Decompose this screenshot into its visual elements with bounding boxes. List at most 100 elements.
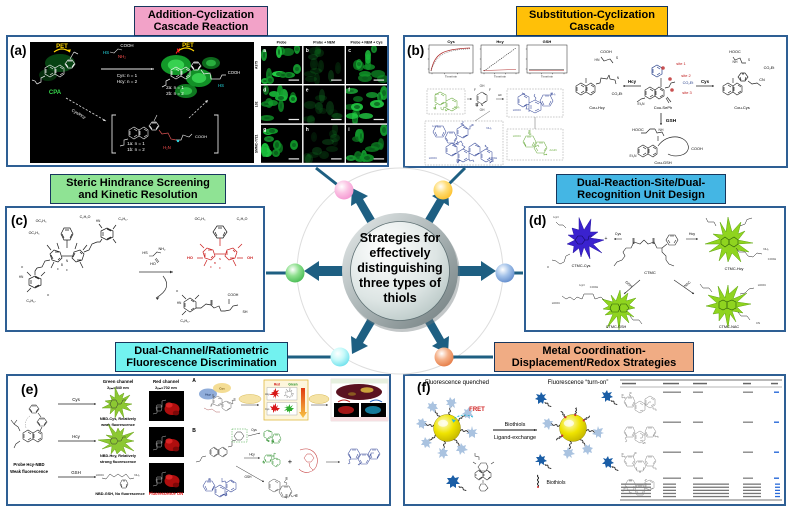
label: PET xyxy=(56,44,68,50)
decor-label: N xyxy=(66,259,69,263)
hub-dot-a xyxy=(334,180,354,200)
grid-cell-letter: a xyxy=(263,48,266,54)
decor-label: Cys xyxy=(265,407,270,411)
label: Weak fluorescence xyxy=(10,469,49,474)
label: FRET xyxy=(469,407,485,413)
decor-label: H₂N xyxy=(553,215,558,219)
label: COOH xyxy=(691,147,703,151)
decor-label: HOOC xyxy=(552,301,560,305)
decor-label: HOOC xyxy=(429,156,437,160)
label: Time/min xyxy=(445,75,458,79)
decor-label: OH xyxy=(480,84,485,88)
decor-label: COOH xyxy=(768,257,776,261)
panel-b-header-line1: Substitution-Cyclization xyxy=(529,8,655,21)
label: (e) xyxy=(21,381,38,397)
decor-label: Et₂N xyxy=(638,102,646,106)
decor-label: NH₂ xyxy=(134,473,139,477)
decor-label: ✗ xyxy=(175,48,181,56)
decor-label: NH xyxy=(733,60,738,64)
panel-e-header-line1: Dual-Channel/Ratiometric xyxy=(134,344,269,357)
panel-f-header: Metal Coordination- Displacement/Redox S… xyxy=(494,342,694,372)
label: Red xyxy=(274,383,280,387)
decor-label: COOH xyxy=(489,156,497,160)
label: Probe + NEM + Cys xyxy=(350,41,382,45)
label: A xyxy=(192,378,196,384)
panel-a-header-line2: Cascade Reaction xyxy=(153,21,249,33)
label: HO xyxy=(150,262,156,266)
panel-b-header-line2: Cascade xyxy=(569,21,615,33)
label: GSH xyxy=(245,475,253,479)
decor-label: O xyxy=(176,289,179,293)
decor-label: CN xyxy=(756,321,760,325)
decor-label: F xyxy=(210,265,212,269)
label: CTMC-Hcy xyxy=(725,267,744,271)
panel-a-header: Addition-Cyclization Cascade Reaction xyxy=(134,6,268,36)
label: Cys xyxy=(251,428,257,432)
label: Ligand-exchange xyxy=(494,435,536,441)
decor-label: NH₂ xyxy=(550,92,555,96)
hub-sphere xyxy=(350,221,450,321)
decor-label: NH₂ xyxy=(454,105,459,109)
label: site 3 xyxy=(682,90,692,95)
decor-label: S xyxy=(748,58,751,62)
label: Cou-Cys xyxy=(734,105,750,110)
label: NBD-GSH, No fluorescence xyxy=(95,492,144,496)
hub-dot-d xyxy=(495,263,515,283)
decor-label: F xyxy=(57,267,59,271)
label: Fluorescence ON xyxy=(149,491,183,496)
hub-title: Strategies for effectively distinguishin… xyxy=(357,231,443,305)
decor-label: HN xyxy=(595,58,600,62)
decor-label: + xyxy=(605,236,608,242)
label: Cou-SePh xyxy=(654,105,672,110)
label: Hcy xyxy=(628,79,637,84)
label: CO₂Et xyxy=(764,66,776,70)
panel-d-header-line2: Recognition Unit Design xyxy=(577,189,705,201)
label: COOH xyxy=(195,134,207,139)
grid-row-label: L02 xyxy=(255,101,259,107)
label: λₑₘ=540 nm xyxy=(107,385,129,390)
label: OC₂H₅ xyxy=(195,217,206,221)
decor-label: F xyxy=(489,88,491,92)
label: HO xyxy=(187,255,193,260)
decor-label: HN xyxy=(177,301,182,305)
panel-e-header-line2: Fluorescence Discrimination xyxy=(126,357,277,369)
panel-a-header-line1: Addition-Cyclization xyxy=(147,8,255,21)
decor-label: S xyxy=(616,56,619,60)
decor-label: F xyxy=(474,88,476,92)
grid-cell-letter: i xyxy=(348,127,350,133)
label: HF xyxy=(498,93,502,97)
label: Cou-GSH xyxy=(654,160,671,165)
decor-label: B xyxy=(61,263,63,267)
label: Cou-Hcy xyxy=(589,105,605,110)
label: CTMC-GSH xyxy=(606,325,627,329)
panel-c-header: Steric Hindrance Screening and Kinetic R… xyxy=(50,174,226,204)
label: HS xyxy=(103,50,109,55)
label: Fluorescence “turn-on” xyxy=(548,380,609,386)
label: C₈H₁₇ xyxy=(118,217,128,221)
hub-dot-e xyxy=(330,347,350,367)
label: Probe xyxy=(277,41,287,45)
label: site 1 xyxy=(676,61,686,66)
label: COOH xyxy=(600,50,612,54)
label: CO₂Et xyxy=(683,81,695,85)
decor-label: B xyxy=(214,261,216,265)
decor-label: N xyxy=(617,76,620,80)
label: Cys: n = 1 xyxy=(117,73,138,78)
label: Cys xyxy=(701,79,710,84)
label: GSH xyxy=(624,280,633,288)
label: CO₂Et xyxy=(612,92,624,96)
grid-cell-letter: c xyxy=(348,48,351,54)
panel-d-header: Dual-Reaction-Site/Dual- Recognition Uni… xyxy=(556,174,726,204)
label: HOOC xyxy=(632,128,644,132)
label: C₈H₁₇ xyxy=(26,299,36,303)
label: Red channel xyxy=(153,379,179,384)
